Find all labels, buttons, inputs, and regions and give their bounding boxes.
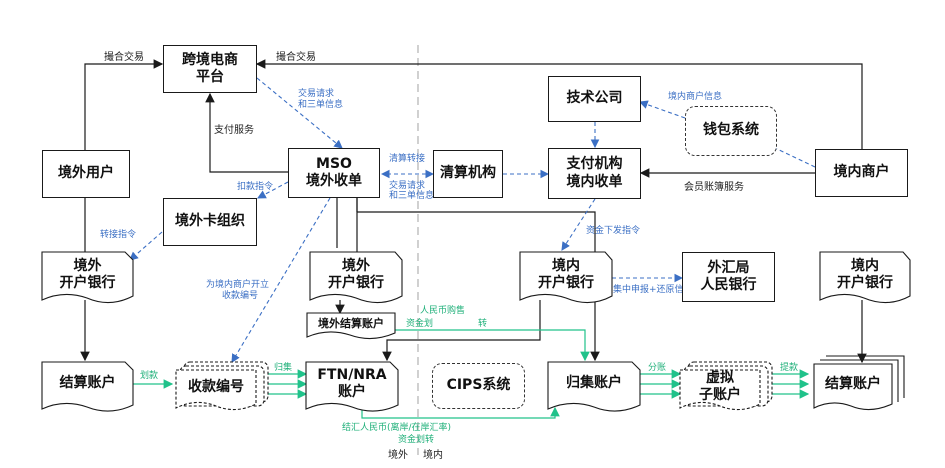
label-domestic: 境内	[423, 448, 443, 461]
node-bank-b: 境外 开户银行	[328, 257, 384, 292]
node-bank-a: 境外 开户银行	[59, 257, 116, 292]
edge-transfer-cmd	[129, 231, 163, 261]
label-split: 分账	[648, 362, 666, 373]
node-wallet: 钱包系统	[685, 106, 777, 156]
node-clearing: 清算机构	[433, 150, 503, 198]
edge-rmb-buy	[395, 329, 590, 362]
label-trade-req-3: 交易请求	[389, 179, 425, 191]
doc-bank-a	[41, 251, 134, 304]
label-open-acct-1: 为境内商户开立	[206, 278, 269, 290]
label-open-acct-2: 收款编号	[222, 289, 258, 301]
node-overseas-user: 境外用户	[42, 150, 130, 198]
label-pay-service: 支付服务	[214, 123, 254, 136]
node-bank-d: 境内 开户银行	[837, 257, 893, 292]
node-cips: CIPS系统	[432, 363, 525, 409]
label-trade-req-2: 和三单信息	[298, 98, 343, 110]
edge-merchant-wallet	[774, 147, 816, 168]
label-clear-transfer: 清算转接	[389, 152, 425, 164]
doc-bank-b	[309, 251, 403, 304]
label-deduct: 扣款指令	[237, 180, 273, 192]
edge-trade-request	[256, 77, 343, 149]
doc-settle-foreign	[306, 312, 396, 340]
node-gather: 归集账户	[566, 375, 622, 392]
node-collect: 收款编号	[188, 379, 244, 396]
node-settle-b: 结算账户	[825, 376, 881, 393]
node-virtual: 虚拟 子账户	[699, 369, 741, 404]
label-fund-cmd: 资金下发指令	[586, 224, 640, 236]
edge-merchant-platform	[255, 59, 863, 150]
edge-user-platform	[84, 59, 164, 150]
edge-open-acct	[231, 197, 331, 363]
node-ftn: FTN/NRA 账户	[317, 366, 387, 401]
label-overseas: 境外	[388, 448, 408, 461]
node-settle-a: 结算账户	[59, 375, 116, 392]
doc-settle-a	[41, 361, 134, 412]
doc-bank-d	[819, 251, 911, 304]
node-tech: 技术公司	[548, 76, 641, 122]
edge-pay-mso	[209, 150, 288, 173]
node-mso: MSO 境外收单	[288, 148, 380, 198]
edge-bankc-ftn	[382, 300, 541, 362]
edge-fund-cmd	[561, 198, 596, 251]
label-fund-1: 资金划	[406, 317, 433, 329]
node-bank-c: 境内 开户银行	[538, 257, 594, 292]
node-merchant: 境内商户	[815, 149, 908, 197]
edge-mso-gather	[357, 211, 600, 362]
label-fx-settle: 结汇人民币(离岸/在岸汇率)	[342, 421, 451, 433]
label-transfer-cmd: 转接指令	[100, 228, 136, 240]
label-member-service: 会员账簿服务	[684, 180, 744, 193]
edge-wallet-tech	[638, 100, 686, 119]
doc-gather	[547, 361, 641, 412]
label-withdraw: 提款	[780, 361, 798, 373]
node-fx: 外汇局 人民银行	[682, 252, 775, 302]
label-match-right: 撮合交易	[276, 50, 316, 63]
label-merchant-info: 境内商户信息	[668, 90, 722, 102]
label-gather: 归集	[274, 361, 292, 373]
label-fx-settle-2: 资金划转	[398, 433, 434, 445]
doc-bank-c	[519, 251, 613, 304]
node-payment: 支付机构 境内收单	[548, 148, 641, 199]
edge-deduct	[257, 181, 289, 199]
doc-ftn	[305, 361, 399, 412]
edge-fx-settle	[361, 406, 560, 419]
node-card-org: 境外卡组织	[163, 198, 257, 246]
label-rmb-buy: 人民币购售	[420, 304, 465, 316]
label-transfer-in: 划款	[140, 369, 158, 381]
label-trade-req-1: 交易请求	[298, 87, 334, 99]
label-report: 集中申报+还原信息	[613, 283, 693, 295]
node-platform: 跨境电商 平台	[163, 45, 257, 93]
label-trade-req-4: 和三单信息	[389, 189, 434, 201]
node-settle-foreign: 境外结算账户	[318, 317, 384, 331]
label-fund-2: 转	[478, 317, 487, 329]
label-match-left: 撮合交易	[104, 50, 144, 63]
